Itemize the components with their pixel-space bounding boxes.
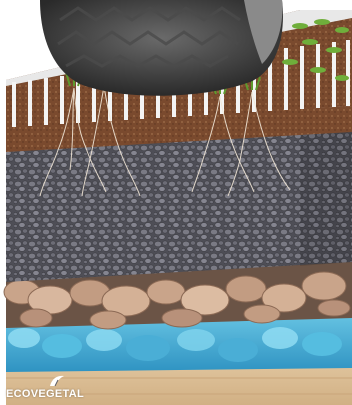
tire-illustration: [40, 0, 283, 96]
ecovegetal-logo-icon: [48, 374, 66, 388]
ecovegetal-logo-text: ECOVEGETAL: [6, 388, 116, 400]
ecovegetal-logo: ECOVEGETAL: [6, 374, 116, 402]
